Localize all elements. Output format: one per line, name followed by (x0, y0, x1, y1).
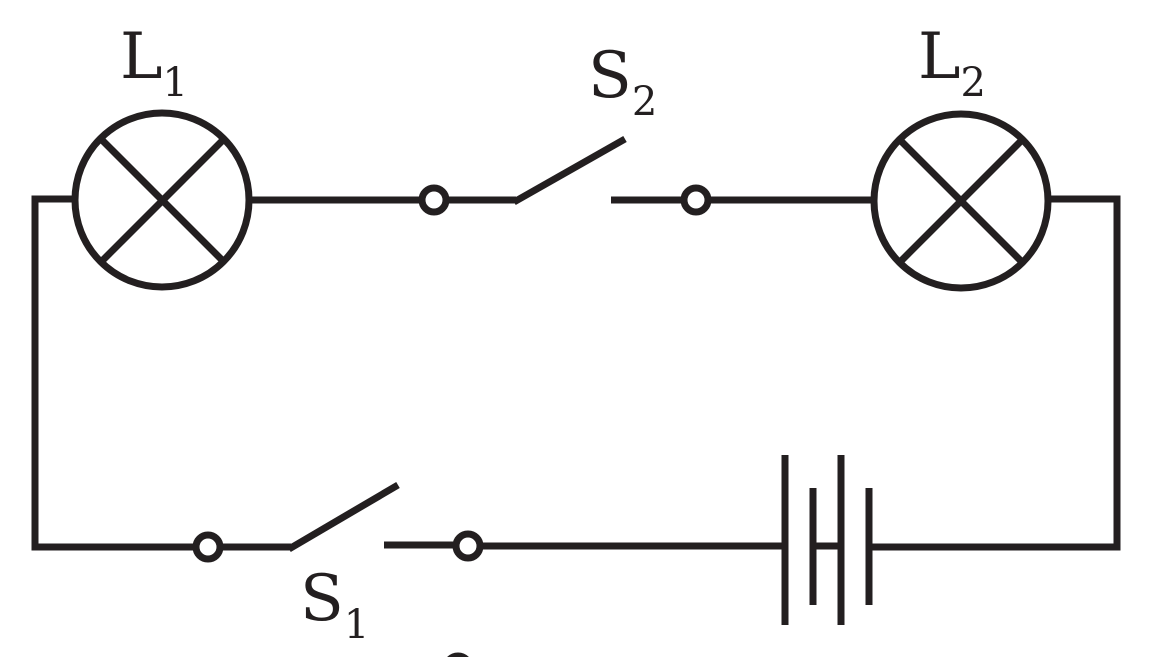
wires (31, 195, 1121, 551)
switch-s2 (418, 135, 712, 216)
lamp-l1 (71, 109, 253, 291)
battery (781, 455, 873, 625)
wire-right-loop (872, 195, 1121, 551)
label-l2: L2 (918, 20, 986, 106)
switch-s2-lever (512, 135, 627, 206)
switch-s2-terminal-right (680, 184, 712, 216)
switch-s2-terminal-left (418, 184, 450, 216)
label-l1: L1 (120, 20, 188, 106)
lamp-symbol-icon (870, 110, 1052, 292)
switch-s1-terminal-left (192, 531, 224, 563)
label-s1: S1 (300, 562, 369, 648)
lamp-l2 (870, 110, 1052, 292)
partial-mark (447, 652, 469, 657)
switch-s1-lever (287, 481, 400, 553)
label-s2: S2 (588, 39, 657, 125)
wire-left-loop (31, 195, 208, 551)
lamp-l2-cross-b (897, 137, 1025, 265)
lamp-symbol-icon (71, 109, 253, 291)
switch-s1-terminal-right (452, 530, 484, 562)
lamp-l1-cross-b (99, 137, 226, 264)
switch-s1 (192, 481, 484, 563)
